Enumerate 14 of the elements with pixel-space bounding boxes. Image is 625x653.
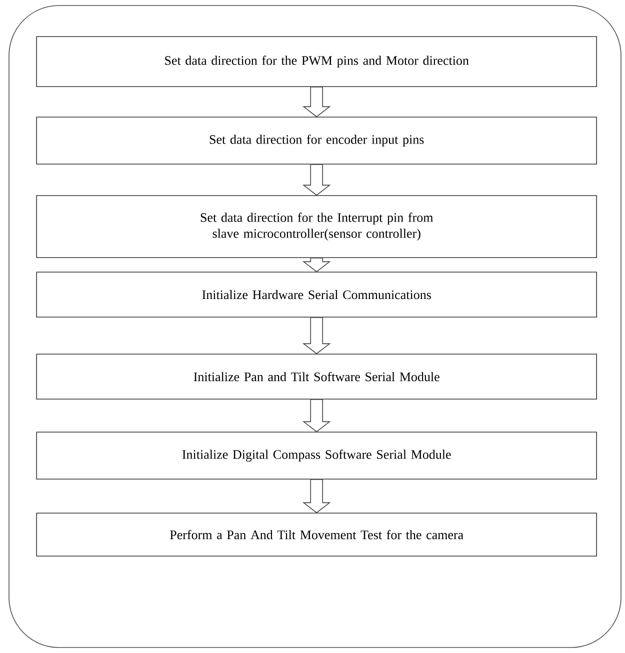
process-box: Initialize Digital Compass Software Serial Module bbox=[36, 432, 597, 480]
process-box: Set data direction for the Interrupt pin from slave microcontroller(sensor controller) bbox=[36, 195, 597, 258]
hollow-arrow bbox=[302, 258, 331, 272]
process-box: Set data direction for encoder input pins bbox=[36, 116, 597, 164]
hollow-arrow bbox=[302, 86, 331, 118]
hollow-arrow bbox=[302, 164, 331, 196]
hollow-arrow bbox=[302, 479, 331, 514]
frame bbox=[8, 5, 622, 648]
hollow-arrow bbox=[302, 399, 331, 432]
process-box: Initialize Pan and Tilt Software Serial Module bbox=[36, 354, 597, 400]
process-box: Perform a Pan And Tilt Movement Test for the camera bbox=[36, 512, 597, 556]
process-box: Initialize Hardware Serial Communications bbox=[36, 272, 597, 318]
hollow-arrow bbox=[302, 317, 331, 354]
process-box: Set data direction for the PWM pins and Motor direction bbox=[36, 36, 597, 87]
